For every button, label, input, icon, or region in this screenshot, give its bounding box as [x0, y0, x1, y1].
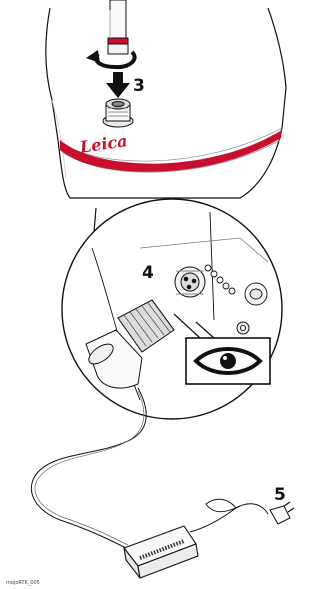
magnified-view [62, 199, 282, 419]
step-3-label: 3 [133, 76, 145, 96]
down-arrow-icon [106, 72, 130, 98]
eye-icon [186, 338, 270, 384]
device-connector [103, 99, 133, 127]
step-4-label: 4 [142, 263, 154, 283]
antenna-cap [108, 0, 128, 54]
brand-logo: Leica [78, 131, 129, 157]
step-5-label: 5 [274, 485, 286, 505]
receptacle [175, 267, 205, 297]
figure-id: mojoRTK_005 [6, 580, 40, 586]
ground-nut [237, 322, 249, 334]
power-adapter [124, 526, 198, 578]
mains-plug [270, 502, 294, 524]
